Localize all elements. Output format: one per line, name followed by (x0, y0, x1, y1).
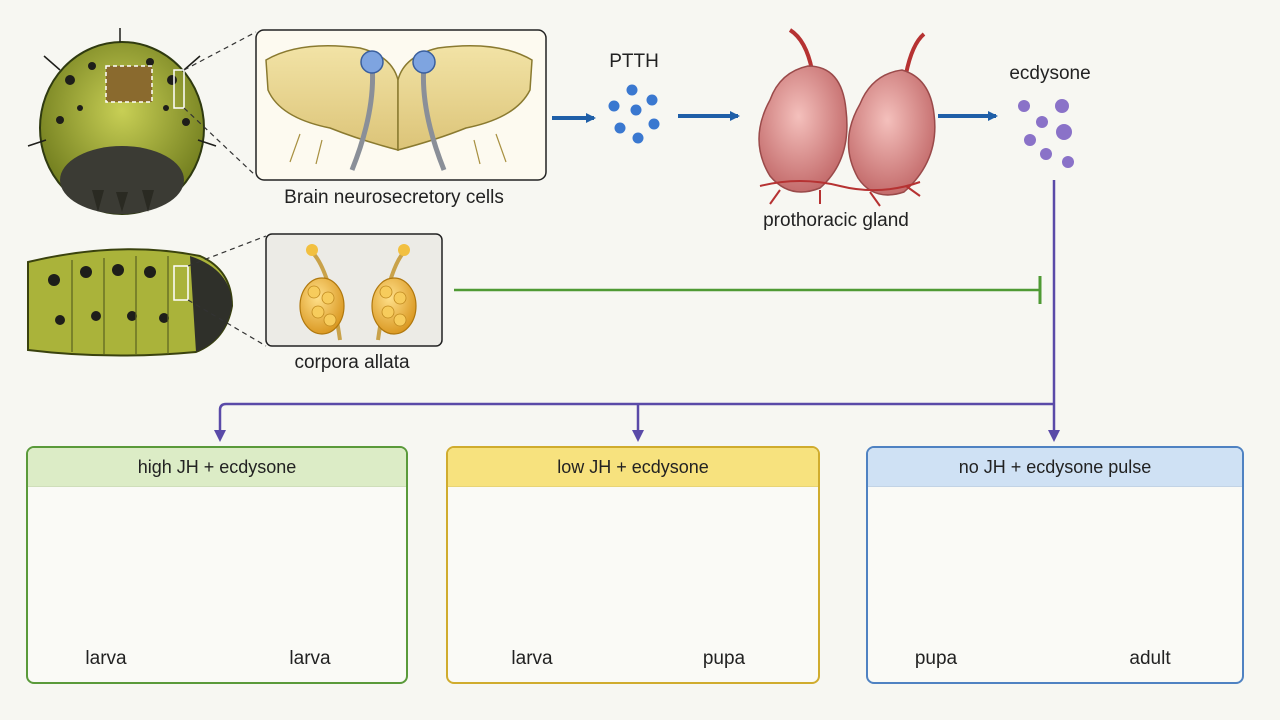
panel-high-jh: high JH + ecdysone larva larva (26, 446, 408, 684)
label-prothoracic-gland: prothoracic gland (763, 210, 909, 231)
corpora-allata-inset (265, 233, 443, 347)
brain-inset (255, 29, 547, 181)
panel-high-jh-title: high JH + ecdysone (28, 448, 406, 487)
caterpillar-body-illustration (27, 248, 234, 357)
panel-no-jh: no JH + ecdysone pulse pupa adult (866, 446, 1244, 684)
label-ecdysone: ecdysone (1009, 63, 1091, 84)
jh-inhibition-line (454, 276, 1042, 304)
prothoracic-gland-illustration (758, 28, 936, 207)
panel-low-jh-to: pupa (702, 648, 746, 669)
caterpillar-head-illustration (27, 28, 217, 215)
panel-low-jh-title: low JH + ecdysone (448, 448, 818, 487)
panel-high-jh-from: larva (85, 648, 127, 669)
panel-low-jh-from: larva (511, 648, 553, 669)
panel-no-jh-from: pupa (914, 648, 958, 669)
panel-high-jh-to: larva (289, 648, 331, 669)
label-corpora-allata: corpora allata (294, 352, 410, 373)
ptth-molecules (608, 84, 660, 144)
panel-low-jh: low JH + ecdysone larva pupa (446, 446, 820, 684)
ecdysone-branch-lines (214, 180, 1060, 442)
panel-no-jh-title: no JH + ecdysone pulse (868, 448, 1242, 487)
panel-no-jh-to: adult (1129, 648, 1171, 669)
ecdysone-molecules (1018, 99, 1074, 168)
label-ptth: PTTH (609, 51, 659, 72)
label-brain-neurosecretory-cells: Brain neurosecretory cells (284, 187, 504, 208)
